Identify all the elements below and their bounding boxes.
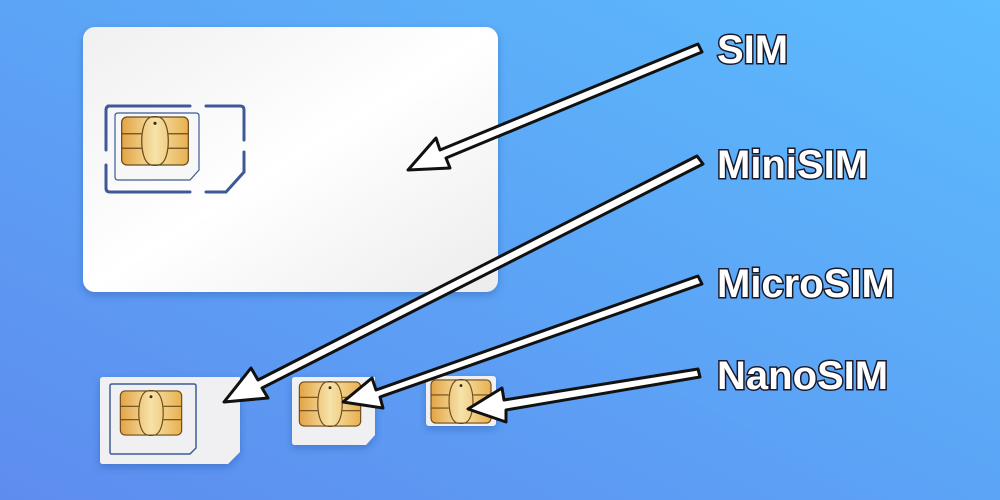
label-nano-sim: NanoSIM <box>717 354 888 398</box>
full-sim-card <box>83 27 498 292</box>
chip-icon <box>121 116 189 166</box>
label-mini-sim: MiniSIM <box>717 143 868 187</box>
mini-sim-cutout-outline <box>104 104 246 194</box>
arrow-nano-sim <box>466 367 702 424</box>
arrow-sim <box>406 42 704 172</box>
arrow-micro-sim <box>341 274 704 410</box>
arrow-mini-sim <box>222 154 705 404</box>
chip-icon <box>119 390 183 436</box>
card-body <box>83 27 498 292</box>
label-micro-sim: MicroSIM <box>717 262 895 306</box>
mini-sim-card <box>100 377 240 464</box>
label-sim: SIM <box>717 28 788 72</box>
